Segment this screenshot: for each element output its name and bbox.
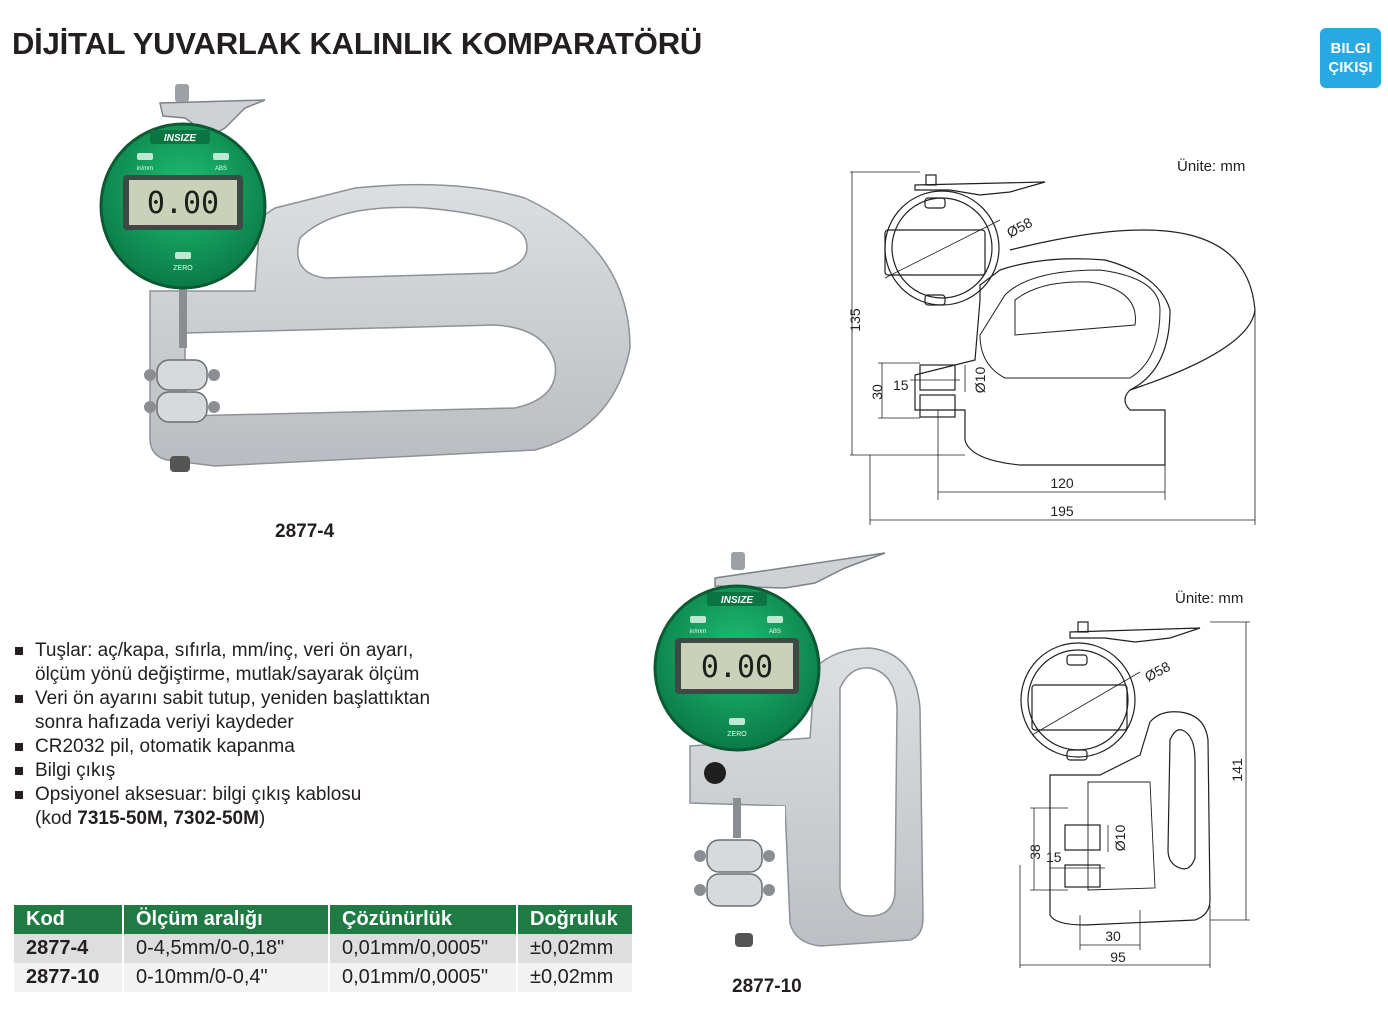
cell-code: 2877-10 — [14, 963, 124, 992]
frame-opening-upper — [297, 206, 528, 279]
data-port-icon — [704, 762, 726, 784]
roller-contact-icon-2 — [694, 839, 775, 907]
dim-total-height: 135 — [847, 308, 863, 332]
feature-text: Opsiyonel aksesuar: bilgi çıkış kablosu — [35, 784, 362, 805]
spindle — [179, 288, 187, 348]
cell-code: 2877-4 — [14, 934, 124, 963]
frame-throat — [184, 324, 557, 417]
dim-gap: 30 — [869, 384, 885, 400]
cell-range: 0-10mm/0-0,4" — [123, 963, 330, 992]
dim-width: 15 — [893, 377, 909, 393]
dim-depth-2: 30 — [1105, 928, 1121, 944]
product-photo-2877-10: INSIZE in/mm ABS 0.00 ZERO — [653, 552, 924, 947]
spec-table-header: Kod Ölçüm aralığı Çözünürlük Doğruluk — [14, 905, 634, 934]
feature-item: Opsiyonel aksesuar: bilgi çıkış kablosu … — [14, 783, 514, 831]
dim-dial-diameter: Ø58 — [1004, 214, 1035, 241]
zero-label-2: ZERO — [727, 731, 747, 738]
lever-knob-2 — [731, 552, 745, 570]
table-row: 2877-10 0-10mm/0-0,4" 0,01mm/0,0005" ±0,… — [14, 963, 634, 992]
feature-text: (kod — [35, 808, 78, 829]
model-label-2877-10: 2877-10 — [732, 976, 802, 997]
header-accuracy: Doğruluk — [517, 905, 634, 934]
cell-accuracy: ±0,02mm — [517, 963, 634, 992]
zero-label: ZERO — [173, 265, 193, 272]
brand-logo: INSIZE — [164, 133, 197, 144]
cell-accuracy: ±0,02mm — [517, 934, 634, 963]
abs-label: ABS — [215, 166, 227, 172]
frame-opening-2 — [839, 667, 898, 917]
mode-label-2: in/mm — [690, 629, 706, 635]
feature-text: CR2032 pil, otomatik kapanma — [35, 736, 295, 757]
feature-text: ölçüm yönü değiştirme, mutlak/sayarak öl… — [35, 664, 420, 685]
unit-label-2877-10: Ünite: mm — [1175, 590, 1244, 607]
feature-list: Tuşlar: aç/kapa, sıfırla, mm/inç, veri ö… — [14, 639, 514, 831]
thumb-lever-icon-2 — [714, 552, 886, 589]
feature-item: CR2032 pil, otomatik kapanma — [14, 735, 514, 759]
dim-dial-diameter-2: Ø58 — [1142, 658, 1173, 685]
dim-total-length-2: 95 — [1110, 949, 1126, 965]
spindle-2 — [733, 798, 741, 838]
drawing-frame-opening — [979, 269, 1161, 379]
accessory-codes: 7315-50M, 7302-50M — [77, 808, 259, 829]
feature-text: ) — [258, 808, 266, 829]
feature-item: Tuşlar: aç/kapa, sıfırla, mm/inç, veri ö… — [14, 639, 514, 687]
cell-range: 0-4,5mm/0-0,18" — [123, 934, 330, 963]
lcd-screen — [129, 180, 237, 225]
product-photo-2877-4: INSIZE in/mm ABS 0.00 ZERO — [99, 84, 631, 472]
lcd-readout-2: 0.00 — [701, 650, 773, 685]
dim-total-height-2: 141 — [1229, 758, 1245, 782]
cell-resolution: 0,01mm/0,0005" — [329, 934, 518, 963]
dim-depth: 120 — [1050, 475, 1074, 491]
data-output-badge: BILGI ÇIKIŞI — [1320, 28, 1381, 88]
brand-plate — [150, 130, 210, 144]
badge-line-1: BILGI — [1330, 40, 1371, 57]
header-resolution: Çözünürlük — [329, 905, 518, 934]
table-row: 2877-4 0-4,5mm/0-0,18" 0,01mm/0,0005" ±0… — [14, 934, 634, 963]
badge-line-2: ÇIKIŞI — [1328, 59, 1373, 76]
lcd-screen-2 — [681, 643, 793, 689]
feature-item: Veri ön ayarını sabit tutup, yeniden baş… — [14, 687, 514, 735]
dim-contact: Ø10 — [972, 367, 988, 394]
feature-text: sonra hafızada veriyi kaydeder — [35, 712, 294, 733]
dim-total-length: 195 — [1050, 503, 1074, 519]
frame-foot-2 — [735, 933, 753, 947]
unit-label-2877-4: Ünite: mm — [1177, 158, 1246, 175]
dim-gap-2: 38 — [1027, 844, 1043, 860]
technical-drawing-2877-4: 135 Ø58 30 15 Ø10 120 195 — [847, 171, 1256, 525]
header-range: Ölçüm aralığı — [123, 905, 330, 934]
dim-width-2: 15 — [1046, 849, 1062, 865]
feature-text: Tuşlar: aç/kapa, sıfırla, mm/inç, veri ö… — [35, 640, 414, 661]
technical-drawing-2877-10: Ø58 141 Ø10 15 38 30 95 — [1019, 621, 1250, 968]
feature-text: Veri ön ayarını sabit tutup, yeniden baş… — [35, 688, 431, 709]
abs-label-2: ABS — [769, 629, 781, 635]
cell-resolution: 0,01mm/0,0005" — [329, 963, 518, 992]
drawing-frame-2 — [1049, 711, 1211, 926]
model-label-2877-4: 2877-4 — [275, 521, 335, 542]
dim-contact-2: Ø10 — [1112, 825, 1128, 852]
mode-label: in/mm — [137, 166, 153, 172]
feature-item: Bilgi çıkış — [14, 759, 514, 783]
zero-button — [175, 252, 191, 259]
feature-text: Bilgi çıkış — [35, 760, 116, 781]
drawing-frame — [914, 258, 1171, 466]
lcd-readout: 0.00 — [147, 186, 219, 221]
header-code: Kod — [14, 905, 124, 934]
abs-button — [213, 153, 229, 160]
mode-button — [137, 153, 153, 160]
lever-knob — [175, 84, 189, 102]
drawing-dial-2 — [1020, 642, 1136, 758]
brand-logo-2: INSIZE — [721, 595, 754, 606]
roller-contact-icon — [144, 359, 220, 423]
spec-table: Kod Ölçüm aralığı Çözünürlük Doğruluk 28… — [14, 905, 634, 992]
page-title: DİJİTAL YUVARLAK KALINLIK KOMPARATÖRÜ — [12, 26, 703, 61]
frame-foot — [170, 456, 190, 472]
